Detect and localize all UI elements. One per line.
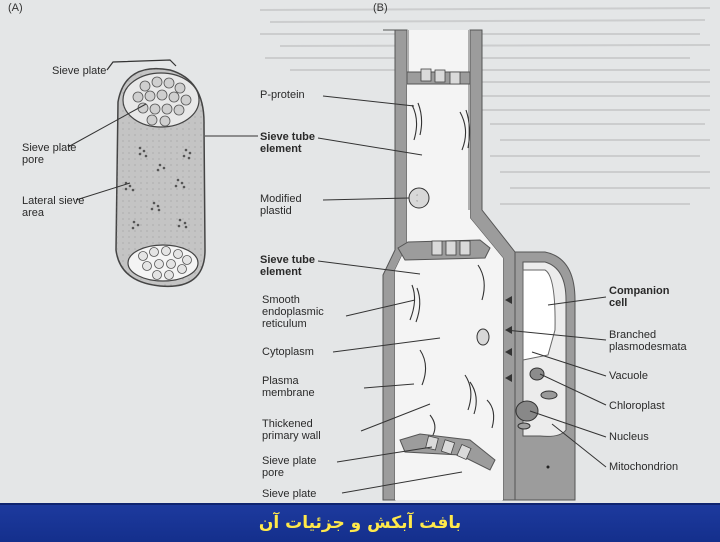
label-mitochondrion: Mitochondrion xyxy=(609,461,679,473)
label-sieve-plate-pore-b: Sieve plate pore xyxy=(262,455,317,479)
label-sieve-plate-b: Sieve plate xyxy=(262,488,317,500)
label-branched-plasmodesmata: Branched plasmodesmata xyxy=(609,329,687,353)
phloem-diagram xyxy=(67,29,607,501)
sieve-tube-element-a xyxy=(106,59,206,288)
footer-bar: بافت آبکش و جزئیات آن xyxy=(0,503,720,542)
panel-b-tag: (B) xyxy=(373,2,388,14)
label-sieve-tube-element-top: Sieve tube element xyxy=(260,131,316,155)
footer-title: بافت آبکش و جزئیات آن xyxy=(258,513,462,533)
sieve-tube-section-b xyxy=(382,29,576,501)
slide-canvas: (A) (B) xyxy=(8,2,711,501)
label-smooth-er: Smooth endoplasmic reticulum xyxy=(262,294,324,330)
label-lateral-sieve-area: Lateral sieve area xyxy=(22,195,85,219)
label-vacuole: Vacuole xyxy=(609,370,648,382)
label-nucleus: Nucleus xyxy=(609,431,649,443)
label-sieve-tube-element-mid: Sieve tube element xyxy=(260,254,316,278)
panel-a-tag: (A) xyxy=(8,2,23,14)
label-cytoplasm: Cytoplasm xyxy=(262,346,314,358)
label-plasma-membrane: Plasma membrane xyxy=(262,375,315,399)
panel-b-left-leaders xyxy=(317,95,463,494)
panel-b-right-leaders xyxy=(505,296,607,468)
label-companion-cell: Companion cell xyxy=(609,285,670,309)
panel-a-leaders xyxy=(67,103,258,201)
label-sieve-plate-pore-a: Sieve plate pore xyxy=(22,142,77,166)
label-chloroplast: Chloroplast xyxy=(609,400,665,412)
label-p-protein: P-protein xyxy=(260,89,305,101)
label-sieve-plate-a: Sieve plate xyxy=(52,65,107,77)
label-modified-plastid: Modified plastid xyxy=(260,193,302,217)
label-thickened-wall: Thickened primary wall xyxy=(262,418,321,442)
